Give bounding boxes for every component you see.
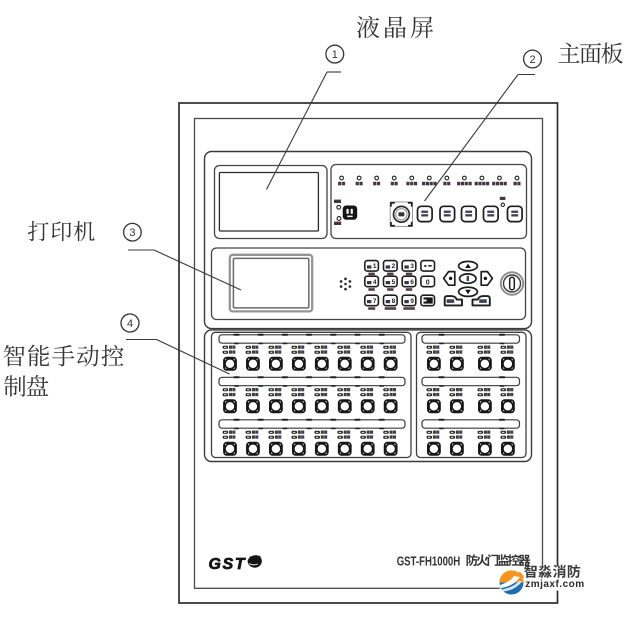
svg-text:6: 6 <box>410 279 414 286</box>
svg-text:GST: GST <box>209 556 247 573</box>
svg-text:zmjaxf.com: zmjaxf.com <box>525 579 584 590</box>
svg-text:4: 4 <box>127 318 133 330</box>
svg-text:7: 7 <box>373 298 377 305</box>
svg-text:2: 2 <box>392 263 396 270</box>
svg-text:2: 2 <box>529 54 535 66</box>
svg-text:3: 3 <box>129 227 135 239</box>
svg-text:5: 5 <box>392 279 396 286</box>
svg-text:1: 1 <box>332 49 338 61</box>
svg-text:1: 1 <box>373 263 377 270</box>
svg-text:8: 8 <box>392 298 396 305</box>
svg-text:3: 3 <box>410 263 414 270</box>
svg-text:4: 4 <box>373 279 377 286</box>
svg-text:0: 0 <box>426 279 430 286</box>
svg-text:9: 9 <box>410 298 414 305</box>
svg-text:GST-FH1000H: GST-FH1000H <box>397 554 461 569</box>
